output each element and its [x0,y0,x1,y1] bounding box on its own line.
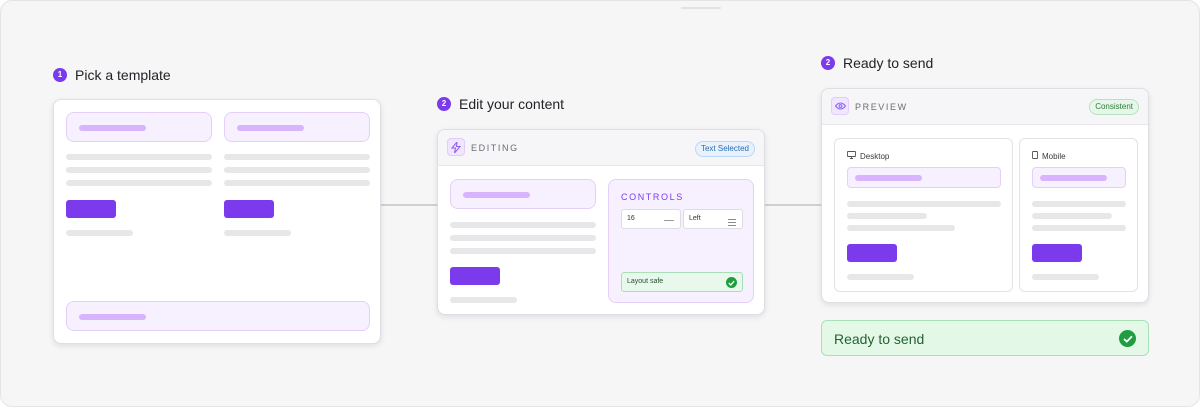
font-size-value: 16 [627,215,635,222]
step-1-heading: 1 Pick a template [53,67,171,83]
content-block [847,167,1001,188]
font-size-input[interactable]: 16 [621,209,681,229]
placeholder-pill [237,125,304,131]
placeholder-pill [79,125,146,131]
step-number-badge: 1 [53,68,67,82]
placeholder-line [450,222,596,228]
connector-line [381,204,437,206]
placeholder-button [224,200,274,218]
layout-safe-label: Layout safe [627,278,664,285]
placeholder-line [66,154,212,160]
layout-safe-status: Layout safe [621,272,743,292]
placeholder-line [66,167,212,173]
placeholder-pill [1040,175,1107,181]
placeholder-button [1032,244,1082,262]
placeholder-line [450,297,517,303]
step-number-badge: 2 [821,56,835,70]
preview-card-header: PREVIEW Consistent [822,89,1148,125]
content-block[interactable] [450,179,596,209]
placeholder-line [66,230,133,236]
placeholder-pill [463,192,530,198]
template-block[interactable] [224,112,370,142]
mobile-preview[interactable]: Mobile [1019,138,1138,292]
placeholder-line [224,154,370,160]
placeholder-line [847,274,914,280]
align-lines-icon [728,216,736,234]
template-block[interactable] [66,112,212,142]
placeholder-line [1032,274,1099,280]
placeholder-line [1032,201,1126,207]
alignment-select[interactable]: Left [683,209,743,229]
desktop-preview[interactable]: Desktop [834,138,1013,292]
step-2-heading: 2 Edit your content [437,96,564,112]
step-3-heading: 2 Ready to send [821,55,933,71]
ready-to-send-banner[interactable]: Ready to send [821,320,1149,356]
template-card[interactable] [53,99,381,344]
placeholder-button [66,200,116,218]
eye-icon [831,97,849,115]
preview-label: PREVIEW [855,102,908,112]
desktop-label: Desktop [860,151,890,161]
editing-card: EDITING Text Selected CONTROLS 16 Left [437,129,765,315]
placeholder-line [1032,213,1112,219]
editing-card-header: EDITING Text Selected [438,130,764,166]
controls-title: CONTROLS [621,192,684,202]
mobile-label: Mobile [1042,151,1066,161]
lightning-bolt-icon [447,138,465,156]
placeholder-line [1032,225,1126,231]
step-number-badge: 2 [437,97,451,111]
mobile-label-row: Mobile [1032,151,1066,161]
placeholder-line [847,201,1001,207]
content-block [1032,167,1126,188]
placeholder-pill [79,314,146,320]
template-footer-block[interactable] [66,301,370,331]
drag-handle[interactable] [681,7,721,9]
check-icon [1119,330,1136,347]
step-title: Pick a template [75,67,171,83]
placeholder-line [450,235,596,241]
placeholder-button [847,244,897,262]
editing-label: EDITING [471,143,519,153]
underline-glyph [664,220,674,221]
text-selected-badge: Text Selected [694,141,755,157]
desktop-label-row: Desktop [847,151,889,161]
consistent-badge: Consistent [1089,99,1139,115]
step-title: Ready to send [843,55,934,71]
connector-line [765,204,821,206]
phone-icon [1032,151,1038,161]
placeholder-line [847,225,955,231]
placeholder-line [847,213,927,219]
placeholder-line [450,248,596,254]
check-icon [726,277,737,288]
controls-panel: CONTROLS 16 Left Layout safe [608,179,754,303]
placeholder-pill [855,175,922,181]
placeholder-line [224,230,291,236]
placeholder-line [224,167,370,173]
placeholder-line [66,180,212,186]
placeholder-button [450,267,500,285]
alignment-value: Left [689,215,701,222]
ready-to-send-label: Ready to send [834,331,925,347]
monitor-icon [847,151,856,161]
placeholder-line [224,180,370,186]
preview-card: PREVIEW Consistent Desktop [821,88,1149,303]
step-title: Edit your content [459,96,565,112]
